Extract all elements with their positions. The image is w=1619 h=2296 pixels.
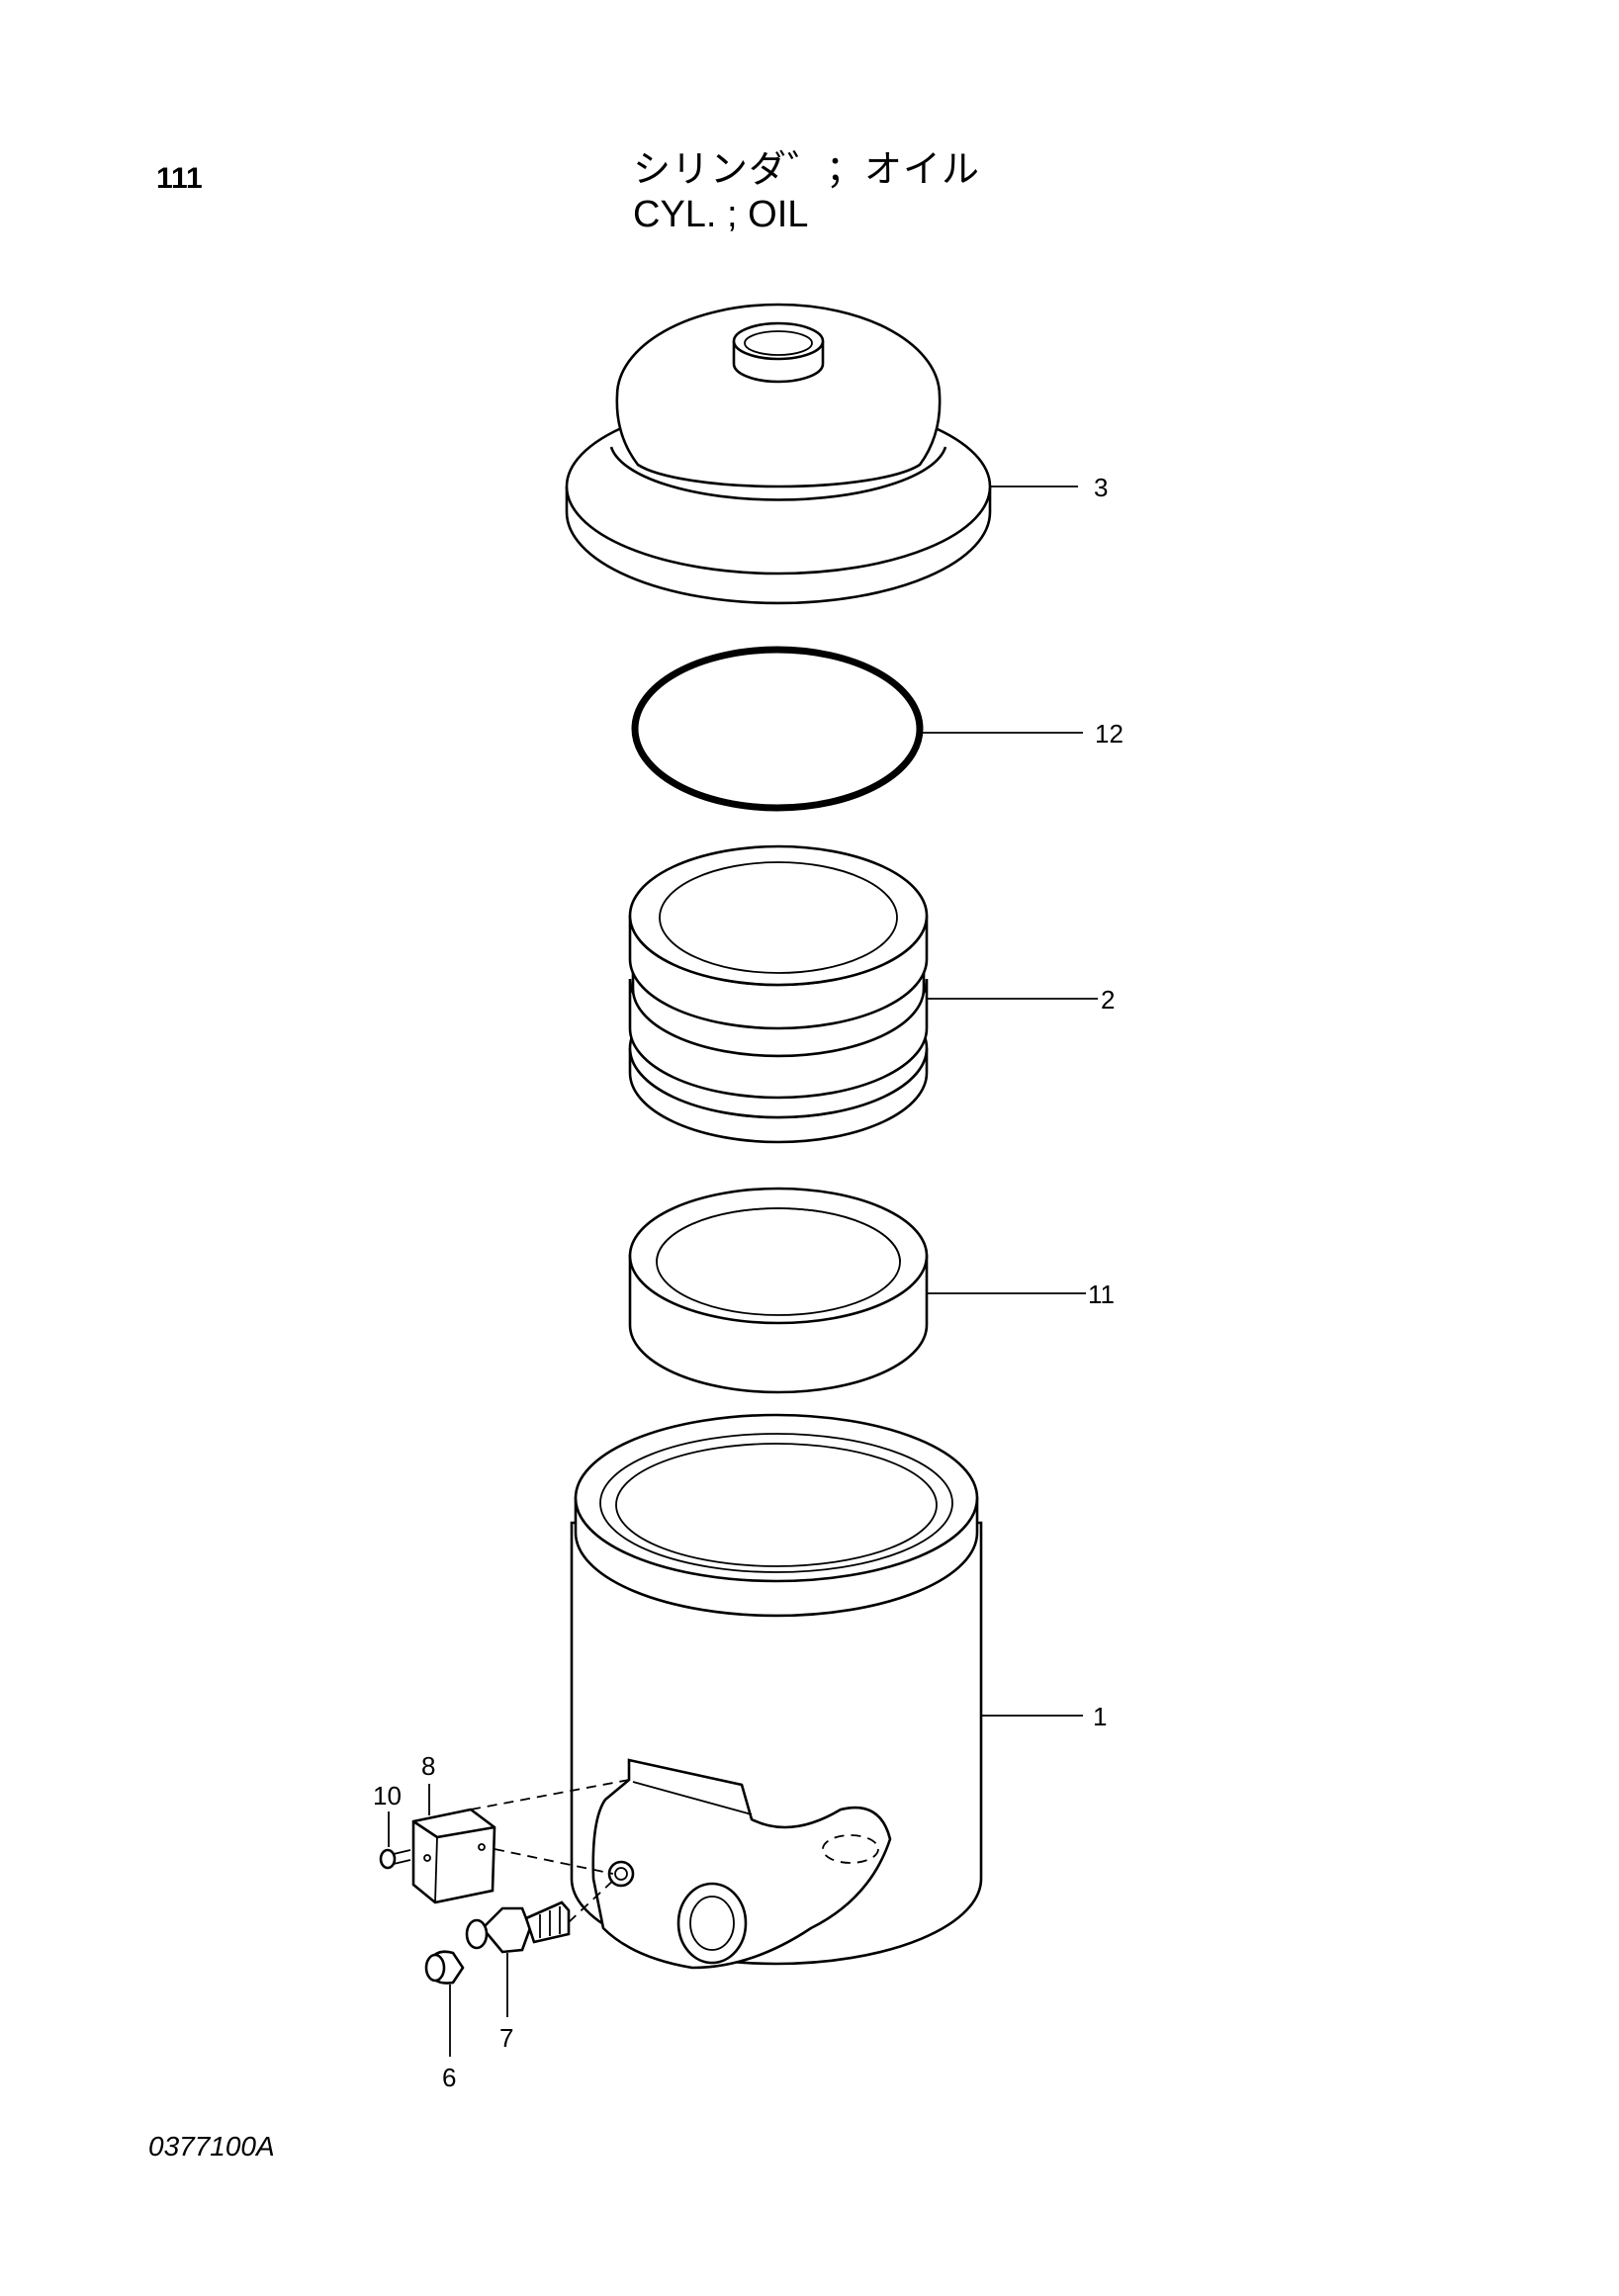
- callout-10: 10: [373, 1781, 402, 1810]
- part-2-piston: [628, 844, 1098, 1144]
- part-12-o-ring: [631, 646, 1083, 812]
- part-1-cylinder-body: [570, 1413, 1083, 1970]
- part-3-cover: [565, 303, 1078, 605]
- page-number: 111: [156, 162, 203, 195]
- title-english: CYL. ; OIL: [633, 194, 809, 235]
- callout-8: 8: [421, 1751, 435, 1781]
- part-7-fitting: [465, 1876, 618, 2017]
- callout-3: 3: [1094, 473, 1108, 502]
- callout-6: 6: [442, 2063, 456, 2092]
- callout-7: 7: [499, 2023, 513, 2053]
- title-japanese: シリンダ゛；オイル: [633, 147, 981, 191]
- part-10-screw: [379, 1811, 411, 1870]
- part-11-ring: [628, 1187, 1086, 1394]
- drawing-number: 0377100A: [148, 2131, 275, 2162]
- callout-11: 11: [1088, 1280, 1115, 1309]
- callout-2: 2: [1101, 985, 1115, 1015]
- part-8-plate: [411, 1779, 630, 1904]
- callout-12: 12: [1095, 719, 1124, 749]
- part-6-cap: [424, 1950, 465, 2057]
- callout-1: 1: [1093, 1702, 1107, 1731]
